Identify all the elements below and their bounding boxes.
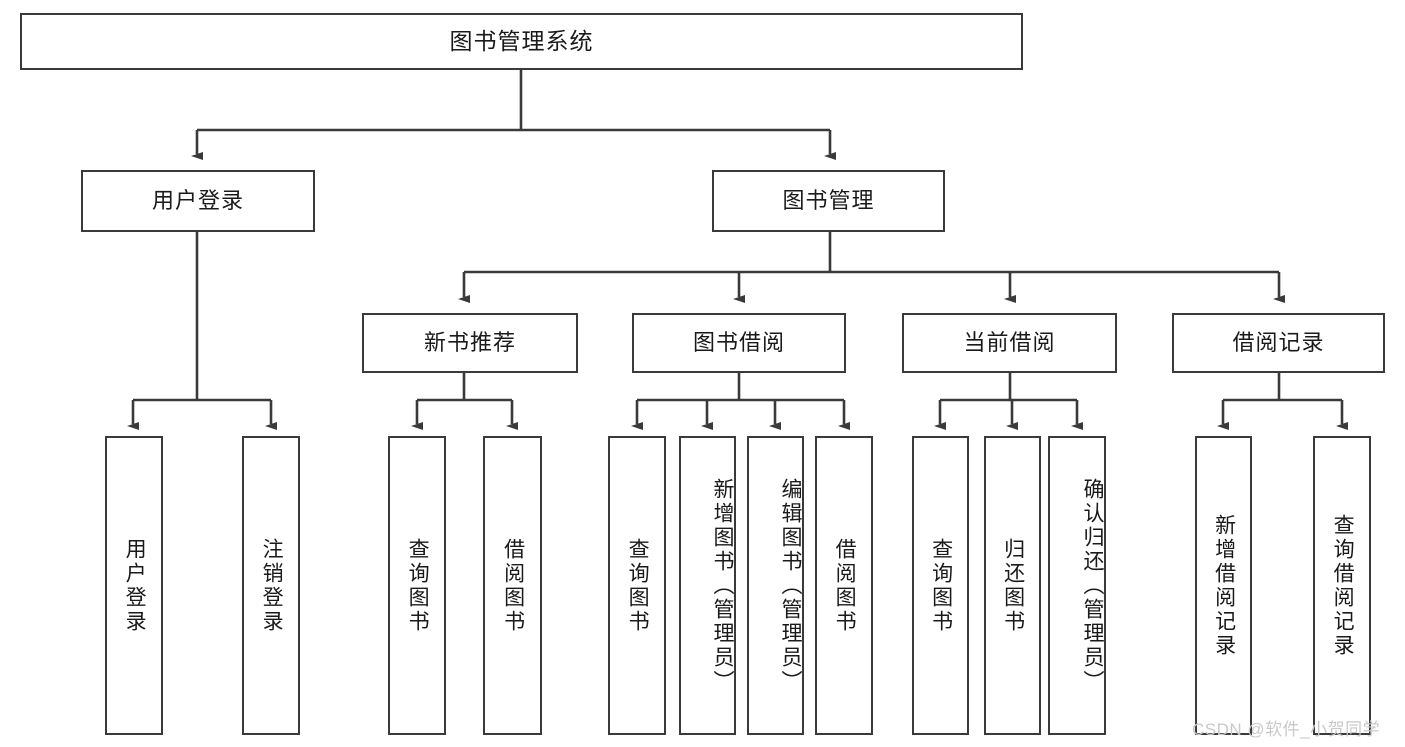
- leaf-confirm-return-admin[interactable]: 确认归还（管理员）: [1048, 436, 1106, 735]
- leaf-user-login[interactable]: 用户登录: [105, 436, 163, 735]
- leaf-borrow-book[interactable]: 借阅图书: [815, 436, 873, 735]
- node-root-system[interactable]: 图书管理系统: [20, 13, 1023, 70]
- leaf-borrow-book-recommend[interactable]: 借阅图书: [483, 436, 542, 735]
- leaf-logout[interactable]: 注销登录: [242, 436, 300, 735]
- node-book-borrow[interactable]: 图书借阅: [632, 313, 846, 373]
- csdn-watermark: CSDN @软件_小贺同学: [1192, 720, 1381, 739]
- leaf-add-book-admin[interactable]: 新增图书（管理员）: [679, 436, 736, 735]
- leaf-query-book-borrow[interactable]: 查询图书: [608, 436, 666, 735]
- leaf-query-book-current[interactable]: 查询图书: [912, 436, 969, 735]
- leaf-return-book[interactable]: 归还图书: [984, 436, 1041, 735]
- leaf-add-borrow-record[interactable]: 新增借阅记录: [1195, 436, 1252, 735]
- leaf-query-book-recommend[interactable]: 查询图书: [388, 436, 446, 735]
- node-book-management[interactable]: 图书管理: [712, 170, 945, 232]
- leaf-edit-book-admin[interactable]: 编辑图书（管理员）: [747, 436, 804, 735]
- node-current-borrow[interactable]: 当前借阅: [902, 313, 1117, 373]
- node-user-login[interactable]: 用户登录: [81, 170, 315, 232]
- leaf-query-borrow-record[interactable]: 查询借阅记录: [1313, 436, 1371, 735]
- node-borrow-records[interactable]: 借阅记录: [1172, 313, 1385, 373]
- node-new-book-recommend[interactable]: 新书推荐: [362, 313, 578, 373]
